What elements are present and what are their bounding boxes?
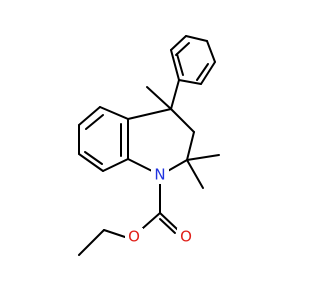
bond-phenyl-2: [185, 35, 208, 42]
bond-carbonyl-double-a: [159, 212, 179, 231]
bond-c2-methyl-b: [186, 159, 204, 189]
label-mask-n: [151, 166, 169, 184]
atom-n: N: [154, 166, 165, 184]
molecule-diagram: N O O: [78, 35, 220, 256]
bond-c8a-n: [127, 158, 155, 173]
bond-phenyl-4: [200, 61, 216, 85]
bond-c2-methyl-a: [186, 154, 220, 161]
bond-phenyl-inner-2: [196, 63, 209, 81]
bond-benzo-1: [99, 106, 129, 120]
bond-benzo-inner-1: [85, 114, 104, 130]
bond-c4-methyl: [146, 86, 172, 110]
bond-benzo-2: [78, 106, 101, 126]
bond-c4-phenyl: [170, 79, 180, 110]
label-mask-o-carbonyl: [177, 228, 195, 246]
bond-phenyl-1: [170, 35, 187, 51]
bond-carbonyl-double-b: [159, 218, 176, 234]
bond-ethyl: [78, 229, 105, 256]
atom-o-ester: O: [128, 228, 140, 246]
bond-ester-o-ch2: [103, 229, 126, 238]
bond-c4-c4a: [127, 108, 172, 120]
bond-c4-c3: [170, 108, 195, 133]
bond-benzo-inner-2: [84, 151, 103, 165]
atom-labels: N O O: [125, 166, 195, 246]
atom-o-carbonyl: O: [180, 228, 192, 246]
bonds: [78, 35, 220, 256]
bond-benzo-5: [102, 158, 129, 172]
bond-benzo-4: [78, 153, 104, 172]
bond-c3-c2: [186, 131, 195, 161]
bond-carbonyl-ester-o: [142, 212, 161, 229]
bond-phenyl-inner-3: [176, 53, 184, 76]
bond-c2-n: [165, 159, 188, 173]
bond-phenyl-3: [206, 40, 216, 63]
bond-phenyl-5: [178, 79, 202, 85]
bond-phenyl-6: [170, 49, 180, 81]
label-mask-o-ester: [125, 228, 143, 246]
bond-phenyl-inner-1: [175, 42, 190, 56]
